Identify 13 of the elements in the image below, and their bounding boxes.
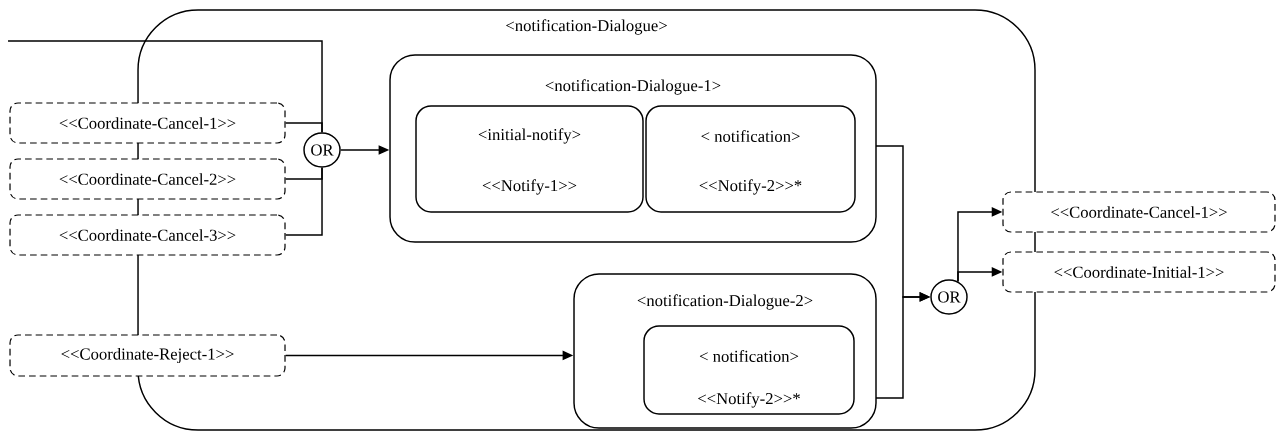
connector-line [7, 40, 323, 133]
state-box: < notification> <<Notify-2>>* [643, 325, 855, 415]
or-connector: OR [930, 279, 968, 315]
or-connector: OR [303, 132, 341, 168]
message-box: <<Coordinate-Cancel-3>> [9, 214, 286, 256]
state-box: < notification> <<Notify-2>>* [645, 105, 856, 213]
message-box: <<Coordinate-Cancel-2>> [9, 158, 286, 200]
connector-line [284, 167, 323, 236]
state-box: <initial-notify> <<Notify-1>> [415, 105, 644, 213]
message-box: <<Coordinate-Cancel-1>> [1002, 191, 1276, 233]
message-box: <<Coordinate-Cancel-1>> [9, 102, 286, 144]
message-box: <<Coordinate-Reject-1>> [9, 334, 286, 377]
message-box: <<Coordinate-Initial-1>> [1002, 251, 1276, 293]
